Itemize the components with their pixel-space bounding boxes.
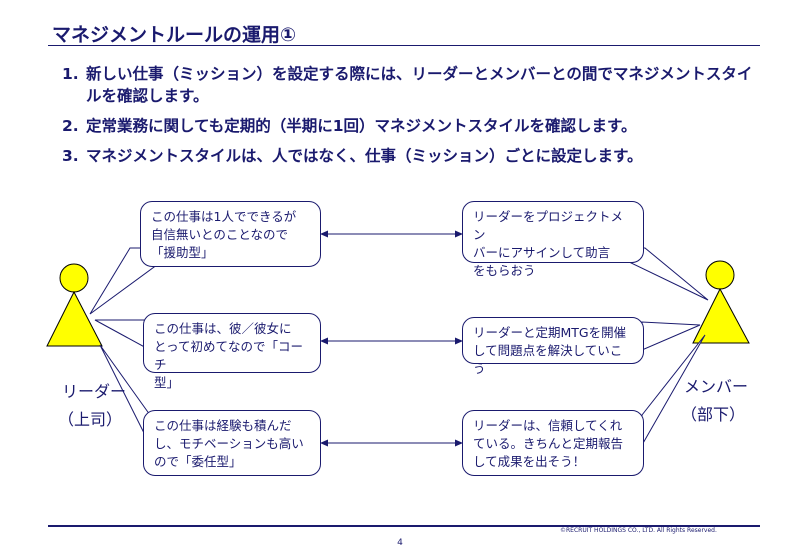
leader-bubble-delegate: この仕事は経験も積んだ し、モチベーションも高い ので「委任型」: [143, 410, 321, 476]
member-bubble-support: リーダーをプロジェクトメン バーにアサインして助言 をもらおう: [462, 201, 644, 278]
point-number: 1.: [62, 65, 79, 83]
point-3: 3. マネジメントスタイルは、人ではなく、仕事（ミッション）ごとに設定します。: [62, 145, 762, 167]
leader-bubble-coach: この仕事は、彼／彼女に とって初めてなので「コーチ 型」: [143, 313, 321, 390]
leader-body: [46, 290, 103, 347]
member-label: メンバー: [684, 377, 749, 396]
point-number: 3.: [62, 147, 79, 165]
point-text: マネジメントスタイルは、人ではなく、仕事（ミッション）ごとに設定します。: [86, 147, 643, 165]
leader-head: [59, 263, 89, 293]
point-text: 新しい仕事（ミッション）を設定する際には、リーダーとメンバーとの間でマネジメント…: [86, 65, 753, 105]
member-head: [705, 260, 735, 290]
member-bubble-delegate: リーダーは、信頼してくれ ている。きちんと定期報告 して成果を出そう！: [462, 410, 644, 476]
leader-label: リーダー: [62, 382, 127, 401]
point-2: 2. 定常業務に関しても定期的（半期に1回）マネジメントスタイルを確認します。: [62, 115, 762, 137]
leader-bubble-support: この仕事は1人でできるが 自信無いとのことなので 「援助型」: [140, 201, 321, 267]
member-body: [692, 287, 750, 344]
leader-role: （上司）: [58, 410, 123, 429]
point-text: 定常業務に関しても定期的（半期に1回）マネジメントスタイルを確認します。: [86, 117, 637, 135]
title-underline: [48, 45, 760, 46]
leader-figure: [46, 263, 103, 347]
point-1: 1. 新しい仕事（ミッション）を設定する際には、リーダーとメンバーとの間でマネジ…: [62, 63, 762, 107]
member-figure: [692, 260, 750, 344]
copyright-notice: ©RECRUIT HOLDINGS CO., LTD. All Rights R…: [560, 527, 717, 534]
point-number: 2.: [62, 117, 79, 135]
footer-rule: [48, 525, 760, 527]
page-number: 4: [397, 538, 403, 548]
member-bubble-tail: [641, 321, 701, 351]
member-role: （部下）: [681, 405, 746, 424]
member-bubble-coach: リーダーと定期MTGを開催 して問題点を解決していこう: [462, 317, 644, 376]
key-points: 1. 新しい仕事（ミッション）を設定する際には、リーダーとメンバーとの間でマネジ…: [62, 63, 762, 175]
leader-bubble-tail: [94, 319, 151, 351]
slide-title: マネジメントルールの運用①: [52, 24, 297, 46]
